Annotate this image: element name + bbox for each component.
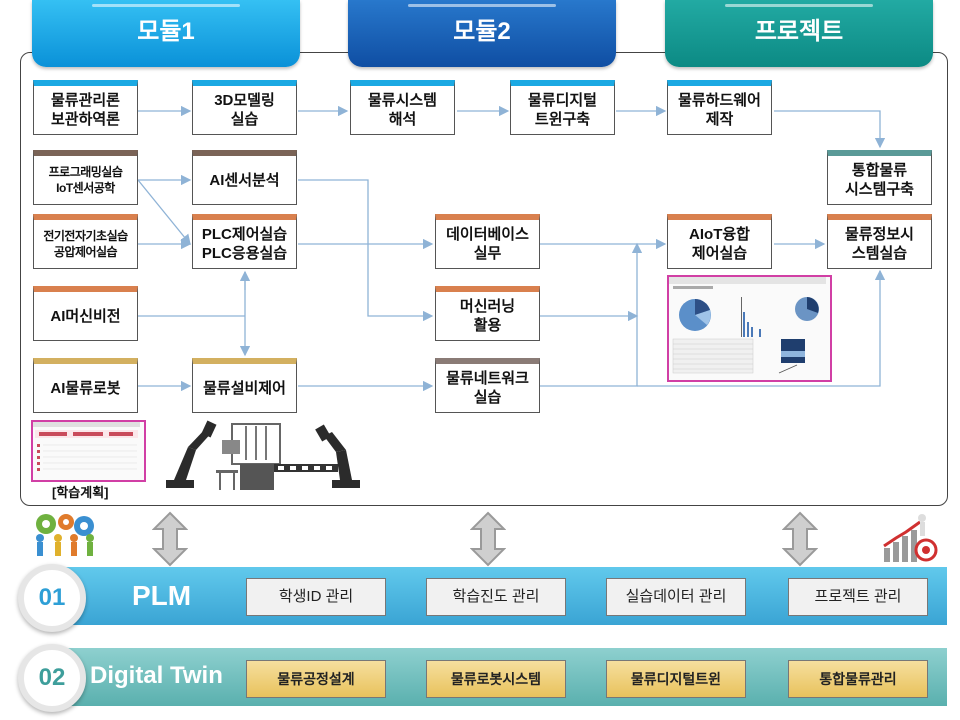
node-aiot-fusion: AIoT융합 제어실습 [667,214,772,269]
node-logistics-theory: 물류관리론 보관하역론 [33,80,138,135]
robot-arm-icon [166,420,360,490]
node-programming-iot: 프로그래밍실습 IoT센서공학 [33,150,138,205]
dt-item-process-design: 물류공정설계 [246,660,386,698]
node-integrated-logistics: 통합물류 시스템구축 [827,150,932,205]
dt-item-integrated-management: 통합물류관리 [788,660,928,698]
module2-header: 모듈2 [348,0,616,67]
double-arrow-icon-2 [470,511,506,567]
double-arrow-icon-1 [152,511,188,567]
node-logistics-system-analysis: 물류시스템 해석 [350,80,455,135]
node-logistics-digital-twin: 물류디지털 트윈구축 [510,80,615,135]
node-machine-learning: 머신러닝 활용 [435,286,540,341]
learning-plan-caption: [학습계획] [52,485,109,500]
node-ai-vision: AI머신비전 [33,286,138,341]
dt-item-digital-twin: 물류디지털트윈 [606,660,746,698]
double-arrow-icon-3 [782,511,818,567]
learning-plan-thumbnail-icon [33,422,140,471]
plm-title: PLM [132,580,192,611]
project-label: 프로젝트 [754,18,844,45]
module2-label: 모듈2 [453,18,511,45]
growth-target-icon [883,514,938,562]
dt-item-robot-system: 물류로봇시스템 [426,660,566,698]
node-logistics-equipment: 물류설비제어 [192,358,297,413]
conveyor-icon [274,464,338,472]
plm-number-badge: 01 [18,564,86,632]
plm-item-practice-data: 실습데이터 관리 [606,578,746,616]
plm-item-student-id: 학생ID 관리 [246,578,386,616]
module1-header: 모듈1 [32,0,300,67]
node-3d-modeling: 3D모델링 실습 [192,80,297,135]
digital-twin-title: Digital Twin [90,662,223,689]
node-electric-control: 전기전자기초실습 공압제어실습 [33,214,138,269]
plm-item-progress: 학습진도 관리 [426,578,566,616]
machine-icon [216,423,281,490]
team-gears-icon [36,514,94,556]
node-logistics-network: 물류네트워크 실습 [435,358,540,413]
node-plc-control: PLC제어실습 PLC응용실습 [192,214,297,269]
analysis-screenshot [667,275,832,382]
node-ai-robot: AI물류로봇 [33,358,138,413]
dashboard-thumbnail-icon [669,277,826,374]
module1-label: 모듈1 [137,18,195,45]
project-header: 프로젝트 [665,0,933,67]
learning-plan-screenshot [31,420,146,482]
plm-item-project: 프로젝트 관리 [788,578,928,616]
digital-twin-number-badge: 02 [18,644,86,712]
node-database: 데이터베이스 실무 [435,214,540,269]
node-logistics-hardware: 물류하드웨어 제작 [667,80,772,135]
node-logistics-info: 물류정보시 스템실습 [827,214,932,269]
node-ai-sensor: AI센서분석 [192,150,297,205]
